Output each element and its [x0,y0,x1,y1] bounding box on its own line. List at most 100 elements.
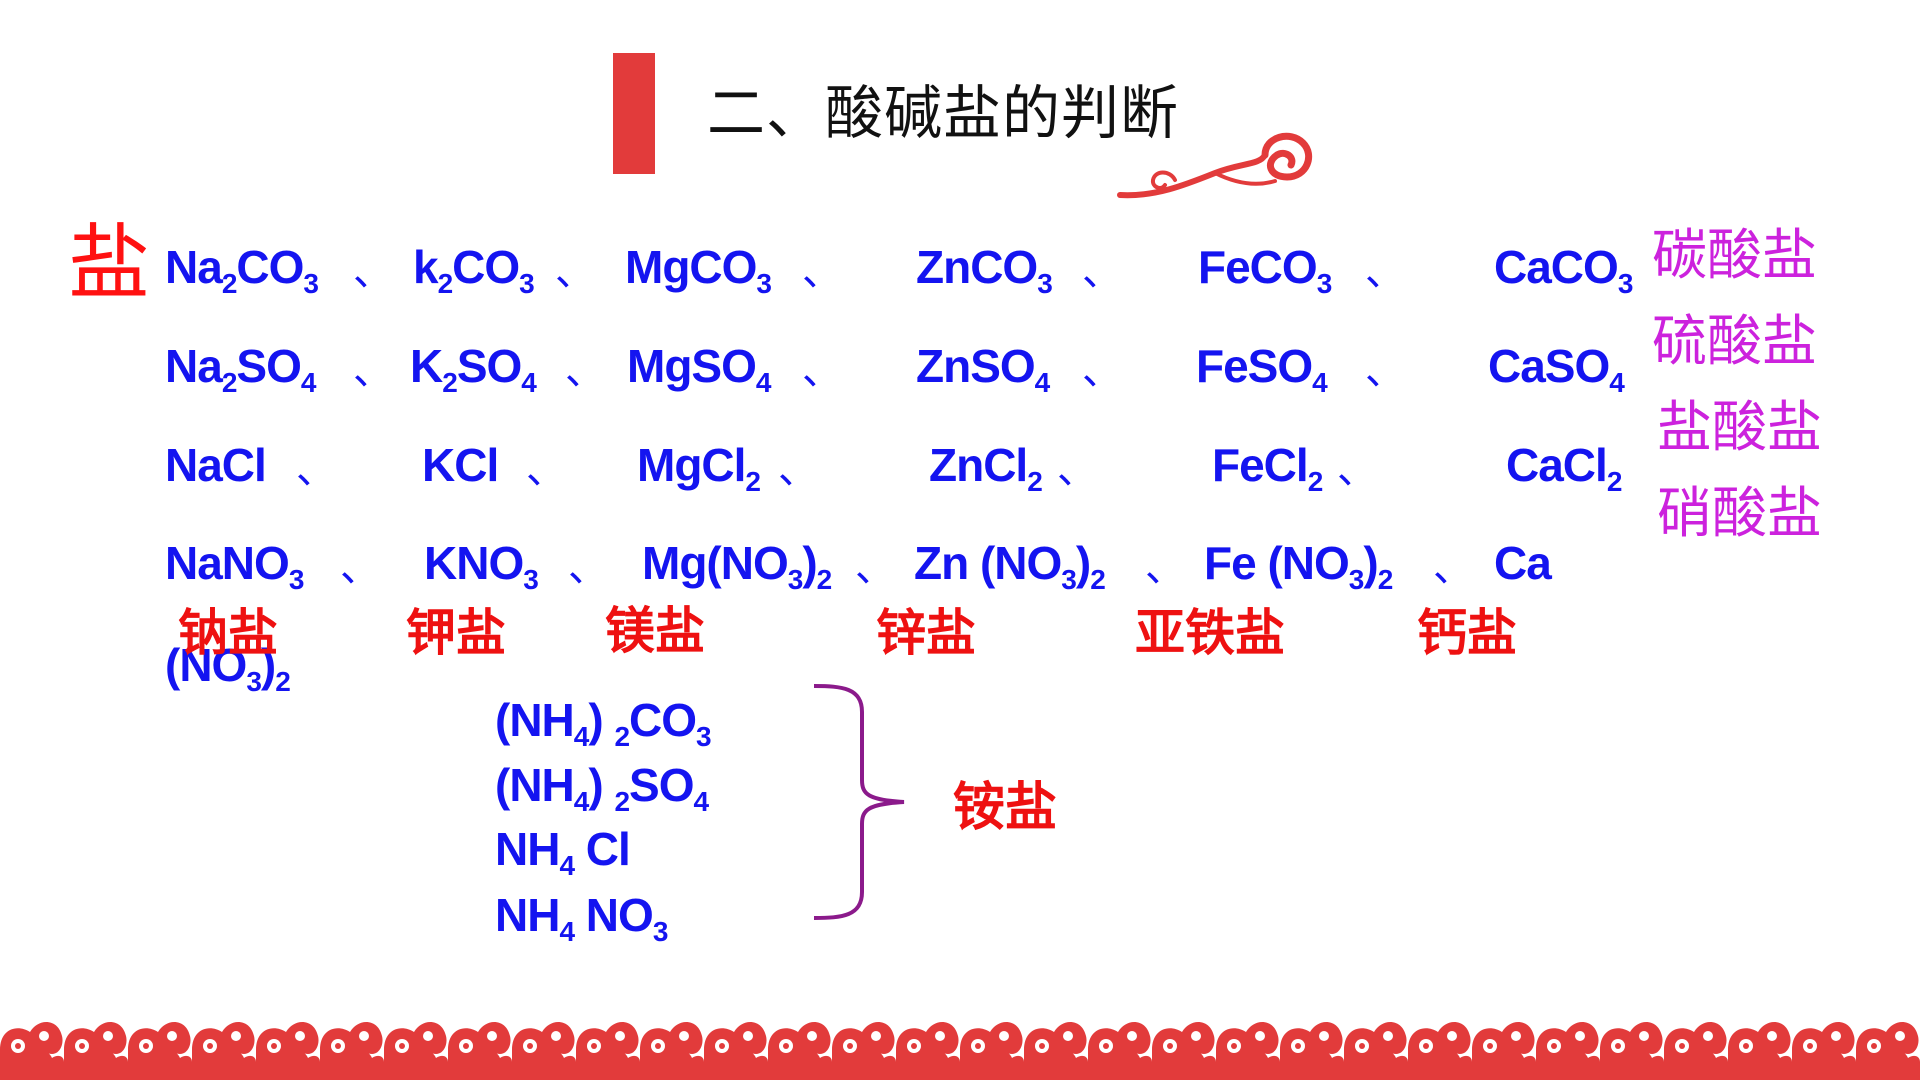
separator-mark: 、 [1365,348,1405,394]
formula-subscript: 2 [1090,564,1106,595]
formula-subscript: 4 [1034,367,1051,398]
formula-subscript: 3 [523,564,539,595]
formula-text: NO [574,889,654,941]
formula-text: Na [165,340,223,392]
separator-mark: 、 [778,447,818,493]
salt-formula: Na2CO3 [165,241,319,298]
formula-subscript: 3 [288,564,305,595]
formula-text: K [410,340,443,392]
formula-subscript: 4 [559,850,575,881]
ammonium-formula: NH4 Cl [495,823,631,880]
formula-subscript: 3 [303,268,319,299]
formula-subscript: 3 [756,268,772,299]
formula-text: FeCl [1212,439,1309,491]
salt-formula: MgSO4 [627,340,771,397]
cation-label-magnesium: 镁盐 [605,602,705,660]
formula-subscript: 2 [1606,466,1623,497]
formula-text: NH [495,823,560,875]
salt-formula: MgCl2 [637,442,761,496]
formula-subscript: 3 [246,666,262,697]
formula-subscript: 4 [755,367,772,398]
formula-subscript: 2 [437,268,454,299]
formula-subscript: 2 [442,367,458,398]
salt-formula: CaCl2 [1506,442,1622,496]
salt-formula: ZnCl2 [929,439,1043,496]
formula-subscript: 4 [573,786,590,817]
formula-subscript: 2 [1377,564,1394,595]
formula-text: ) [1075,537,1091,589]
formula-text: CO [452,241,520,293]
formula-subscript: 4 [573,721,590,752]
ammonium-formula: (NH4) 2CO3 [495,694,712,751]
formula-subscript: 2 [614,721,630,752]
formula-text: CaSO [1488,340,1610,392]
cation-label-ferrous: 亚铁盐 [1135,604,1285,662]
separator-mark: 、 [296,447,336,493]
formula-subscript: 3 [787,564,804,595]
formula-subscript: 2 [221,367,238,398]
salt-formula: CaSO4 [1488,340,1625,397]
cation-label-potassium: 钾盐 [406,604,506,662]
cation-label-zinc: 锌盐 [876,604,976,662]
formula-subscript: 2 [816,564,833,595]
formula-text: ZnSO [916,340,1036,392]
formula-subscript: 3 [1037,268,1053,299]
separator-mark: 、 [802,249,842,295]
formula-subscript: 3 [696,721,712,752]
formula-text: Zn (NO [914,537,1062,589]
salt-formula: CaCO3 [1494,241,1633,298]
formula-subscript: 2 [275,666,291,697]
formula-subscript: 4 [1312,367,1328,398]
formula-subscript: 3 [1061,564,1077,595]
salt-formula: NaNO3 [165,540,304,594]
salt-formula: KCl [422,439,499,491]
separator-mark: 、 [1433,545,1473,591]
separator-mark: 、 [353,249,393,295]
cloud-border-decoration [0,1010,1920,1080]
formula-text: MgSO [627,340,757,392]
formula-subscript: 4 [300,367,317,398]
formula-text: SO [236,340,301,392]
separator-mark: 、 [1057,447,1097,493]
separator-mark: 、 [565,348,605,394]
salt-label: 盐 [68,216,151,311]
formula-text: Cl [574,823,631,875]
formula-text: SO [456,340,522,392]
salt-formula: FeCO3 [1198,244,1332,298]
formula-text: CaCO [1494,241,1619,293]
salt-formula: Na2SO4 [165,340,316,397]
formula-text: ) [588,694,615,746]
formula-subscript: 2 [1307,466,1324,497]
formula-subscript: 3 [1348,564,1365,595]
ammonium-formula: NH4 NO3 [495,889,668,946]
formula-text: ZnCl [929,439,1028,491]
separator-mark: 、 [340,545,380,591]
formula-text: KCl [422,439,499,491]
separator-mark: 、 [1365,249,1405,295]
salt-formula: ZnSO4 [916,340,1050,397]
formula-subscript: 4 [693,786,710,817]
anion-label-sulfate: 硫酸盐 [1652,309,1818,373]
formula-subscript: 4 [559,916,575,947]
separator-mark: 、 [802,348,842,394]
formula-text: NH [495,889,560,941]
formula-subscript: 4 [1609,367,1625,398]
formula-text: (NH [495,694,575,746]
auspicious-cloud-icon [1117,132,1312,199]
anion-label-nitrate: 硝酸盐 [1657,481,1823,545]
formula-subscript: 4 [521,367,537,398]
salt-formula: Zn (NO3)2 [914,537,1106,594]
formula-subscript: 2 [614,786,630,817]
formula-subscript: 3 [1316,268,1333,299]
formula-text: ) [802,537,817,589]
cation-label-calcium: 钙盐 [1417,604,1517,662]
formula-text: (NO [165,639,247,691]
formula-subscript: 3 [1617,268,1634,299]
formula-text: ) [260,639,276,691]
formula-text: Na [165,241,223,293]
formula-text: k [413,241,439,293]
formula-text: ZnCO [916,241,1038,293]
ammonium-formula: (NH4) 2SO4 [495,762,709,816]
salt-formula: FeCl2 [1212,439,1323,496]
salt-formula: Fe (NO3)2 [1204,540,1393,594]
